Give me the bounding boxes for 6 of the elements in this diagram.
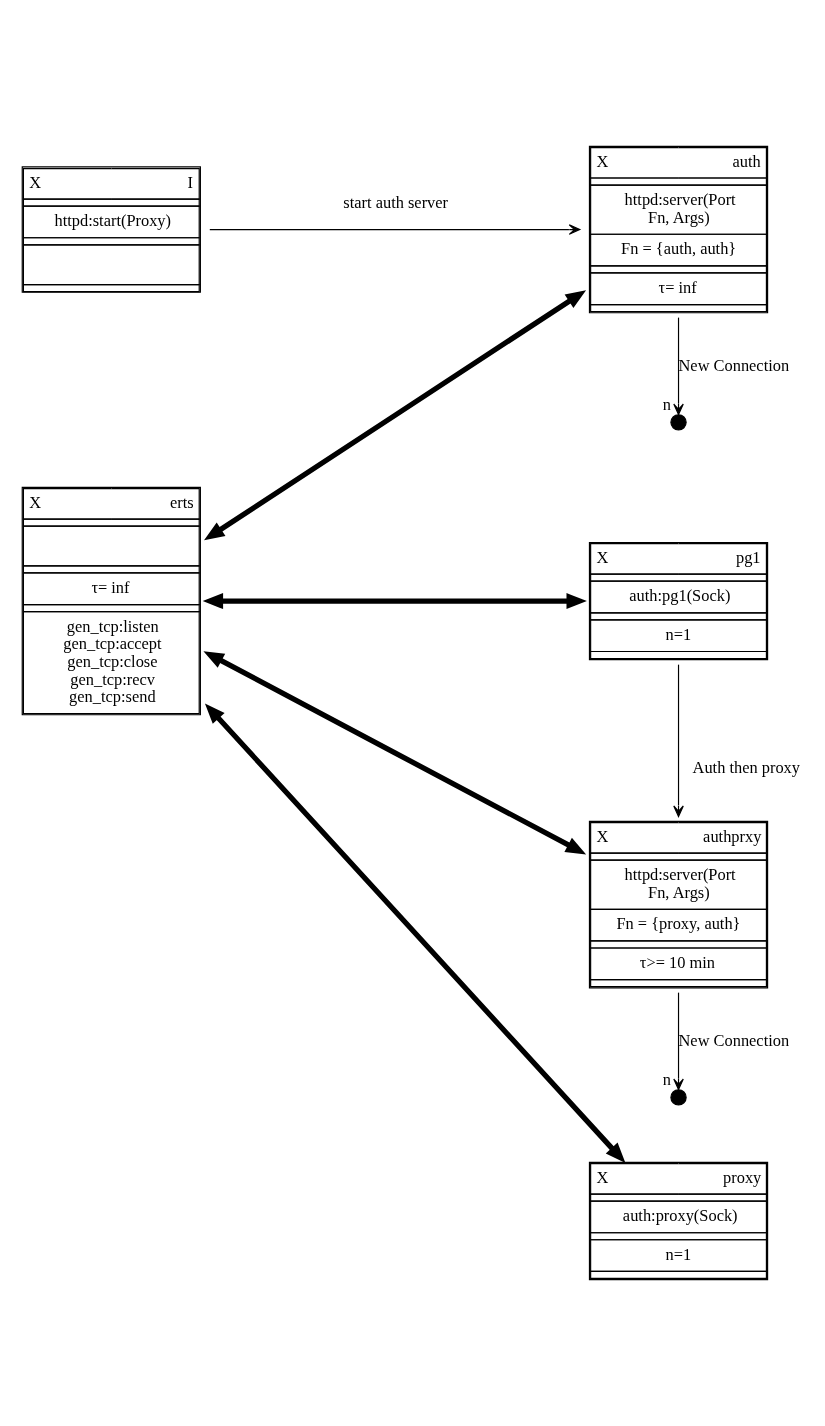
node-label: n: [662, 395, 671, 415]
edge-label: start auth server: [343, 193, 449, 213]
edge-label: Auth then proxy: [692, 758, 801, 777]
edge-label: New Connection: [678, 1031, 790, 1051]
edge-label: New Connection: [678, 356, 790, 376]
node-label: n: [662, 1070, 671, 1090]
